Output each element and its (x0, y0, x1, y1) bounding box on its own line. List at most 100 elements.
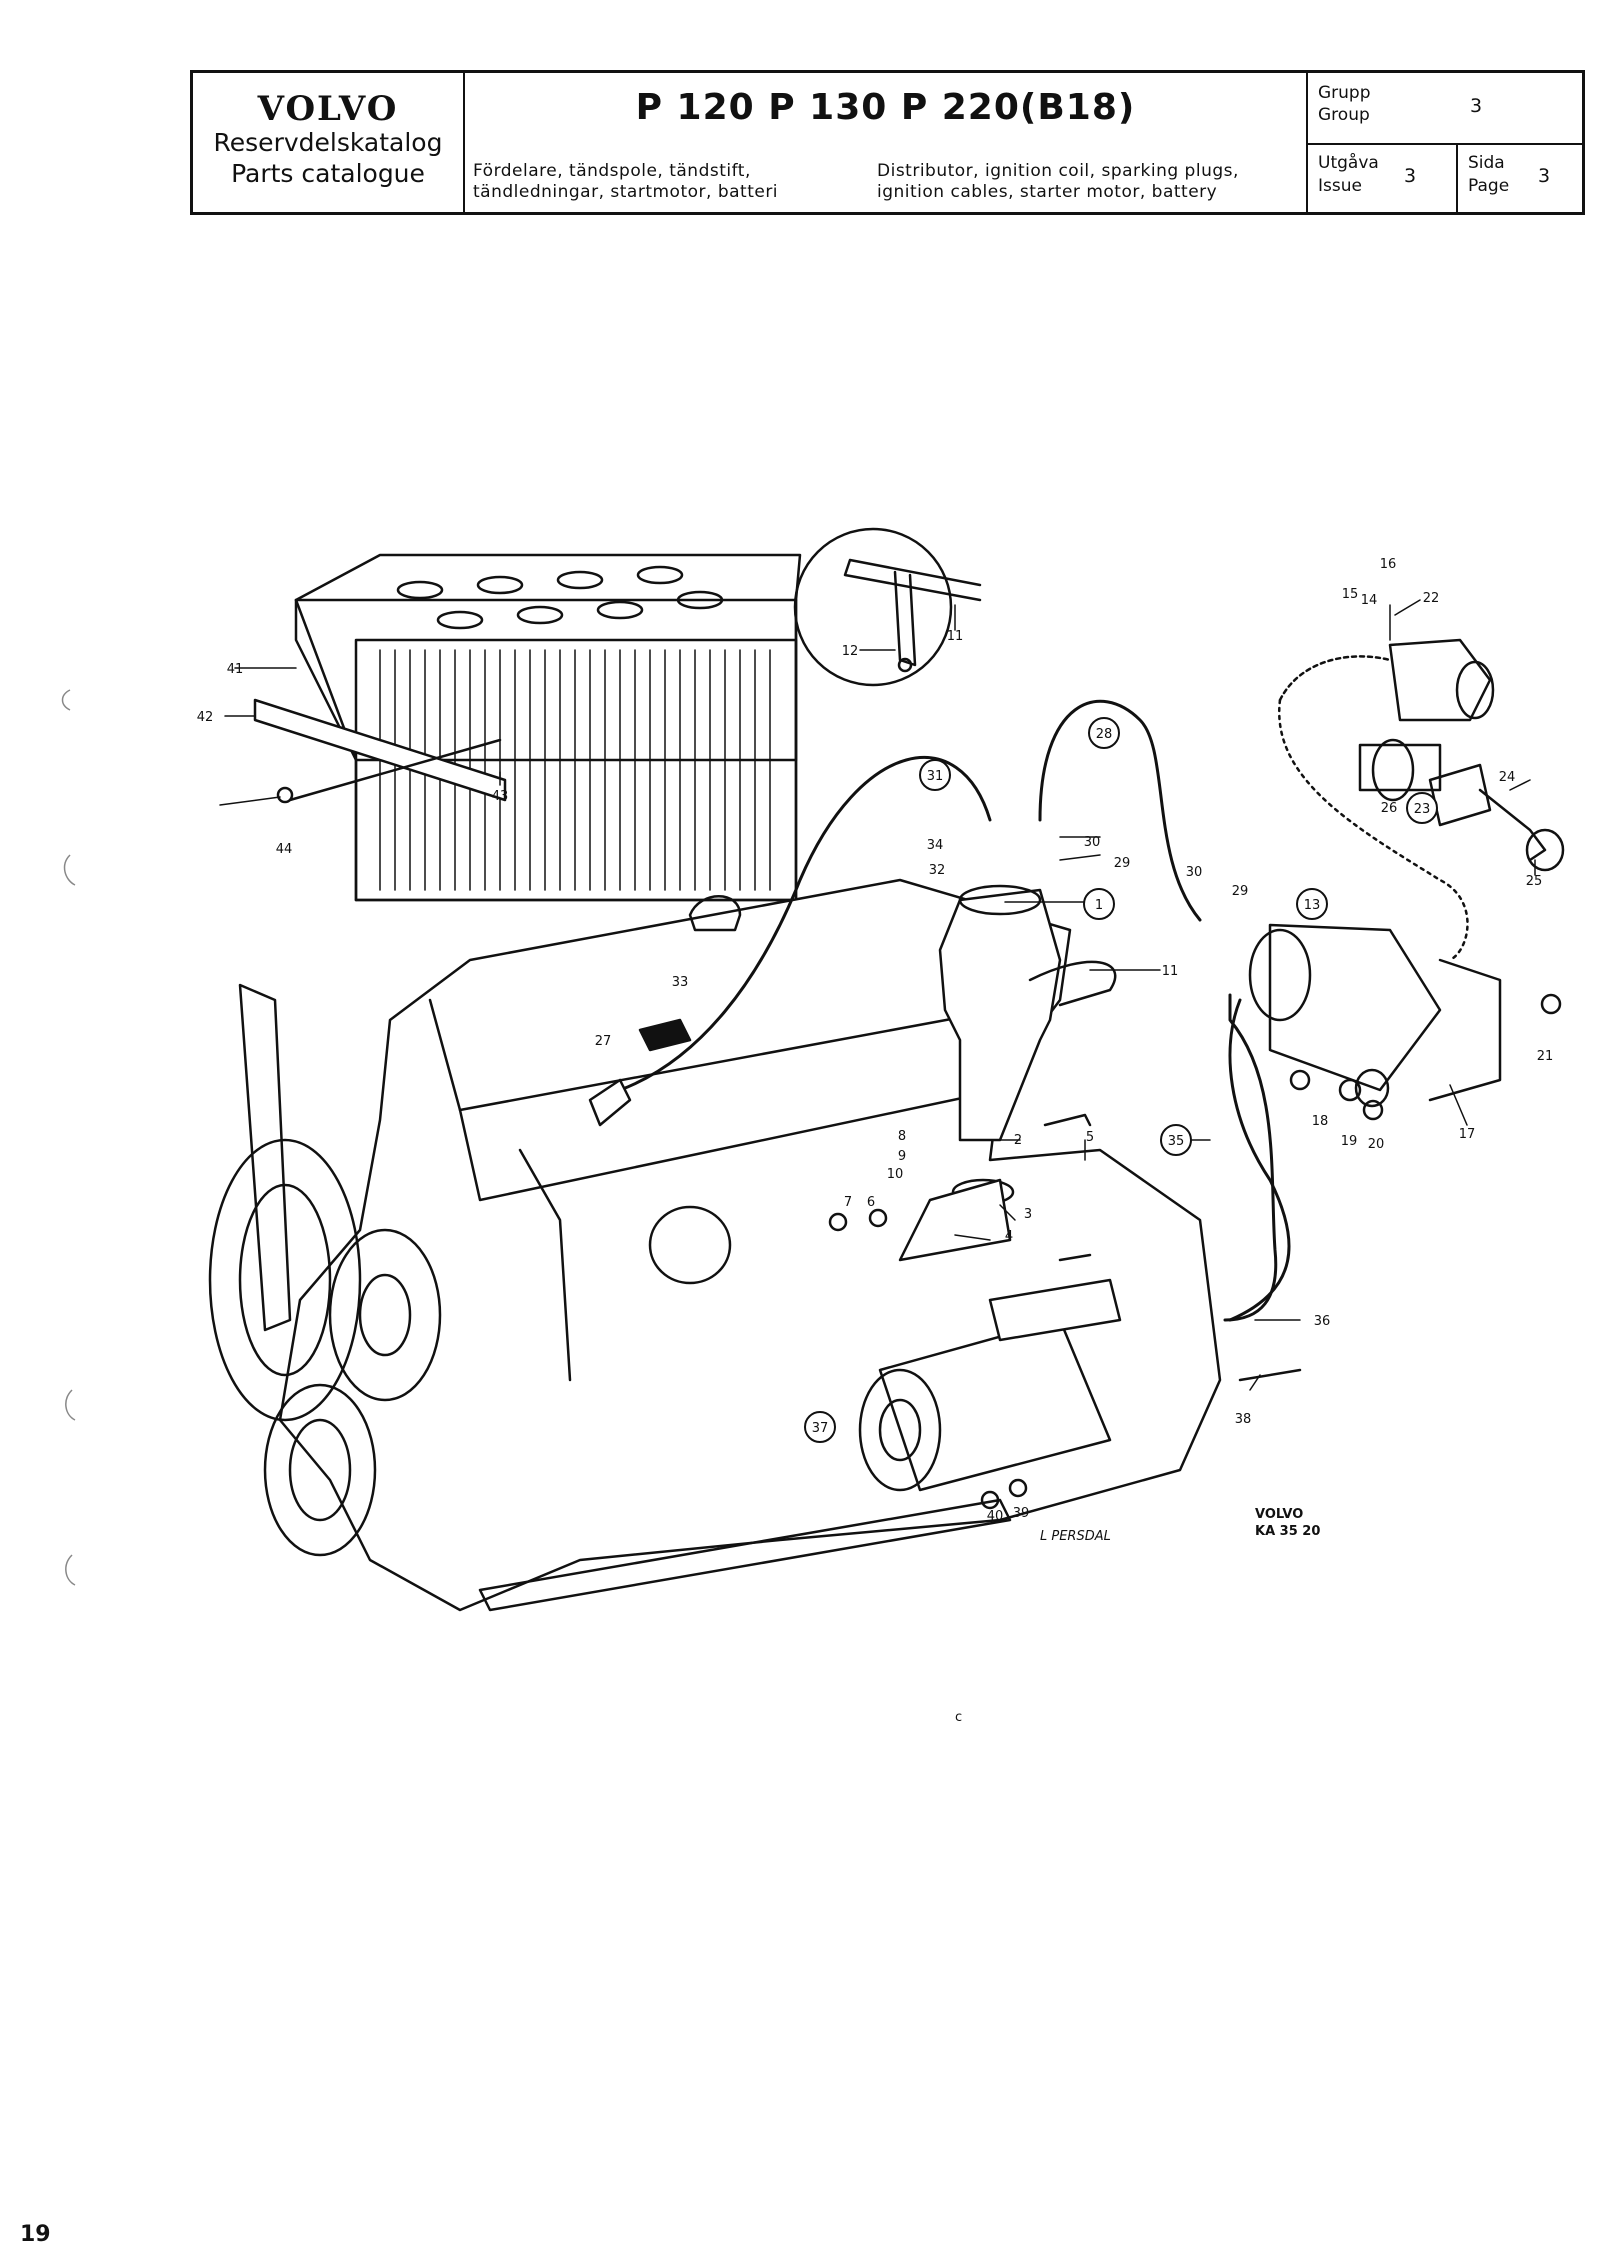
part-label-24: 24 (1499, 770, 1516, 785)
part-label-12: 12 (842, 644, 859, 659)
callout-circle-13 (1296, 888, 1328, 920)
part-label-35: 35 (1168, 1134, 1185, 1149)
callout-circle-1 (1083, 888, 1115, 920)
catalog-title-sv: Reservdelskatalog (213, 128, 443, 157)
distributor-key-inset (793, 527, 982, 687)
part-label-11: 11 (1162, 964, 1179, 979)
part-label-38: 38 (1235, 1412, 1252, 1427)
description-en-line-2: ignition cables, starter motor, battery (877, 182, 1218, 202)
callout-circle-35 (1160, 1124, 1192, 1156)
part-label-17: 17 (1459, 1127, 1476, 1142)
part-label-26: 26 (1381, 801, 1398, 816)
part-label-29: 29 (1114, 856, 1131, 871)
drawing-ref-number: KA 35 20 (1255, 1524, 1320, 1539)
part-label-8: 8 (898, 1129, 906, 1144)
part-label-11-inset: 11 (947, 629, 964, 644)
part-label-27: 27 (595, 1034, 612, 1049)
part-label-42: 42 (197, 710, 214, 725)
catalog-title-en: Parts catalogue (231, 159, 425, 188)
callout-circle-23 (1406, 792, 1438, 824)
part-label-39: 39 (1013, 1506, 1030, 1521)
part-label-5: 5 (1086, 1130, 1094, 1145)
group-value: 3 (1470, 95, 1483, 117)
part-label-2: 2 (1014, 1133, 1022, 1148)
part-label-28: 28 (1096, 727, 1113, 742)
issue-page-row: Utgåva Issue 3 Sida Page 3 (1308, 145, 1582, 212)
part-label-30: 30 (1084, 835, 1101, 850)
page-label-en: Page (1468, 176, 1510, 196)
engine-block (208, 878, 1222, 1612)
part-label-32: 32 (929, 863, 946, 878)
description-sv: Fördelare, tändspole, tändstift, tändled… (473, 161, 778, 203)
part-label-4: 4 (1005, 1229, 1013, 1244)
illustrator-credit: L PERSDAL (1040, 1529, 1111, 1544)
circled-callouts (804, 717, 1438, 1443)
issue-label-en: Issue (1318, 176, 1362, 196)
ignition-switch (1278, 638, 1565, 962)
description-en-line-1: Distributor, ignition coil, sparking plu… (877, 161, 1239, 181)
part-label-3: 3 (1024, 1207, 1032, 1222)
ignition-cables (588, 699, 1278, 1322)
part-label-33: 33 (672, 975, 689, 990)
page-value: 3 (1538, 165, 1551, 187)
part-label-6: 6 (867, 1195, 875, 1210)
part-label-34: 34 (927, 838, 944, 853)
part-label-19: 19 (1341, 1134, 1358, 1149)
meta-cell: Grupp Group 3 Utgåva Issue 3 Sida Page 3 (1308, 73, 1582, 212)
title-cell: P 120 P 130 P 220(B18) Fördelare, tändsp… (465, 73, 1308, 212)
volvo-logo: VOLVO (257, 89, 399, 129)
leader-lines (219, 599, 1536, 1391)
part-label-29-b: 29 (1232, 884, 1249, 899)
part-label-30-b: 30 (1186, 865, 1203, 880)
part-label-10: 10 (887, 1167, 904, 1182)
part-label-7: 7 (844, 1195, 852, 1210)
starter-motor (858, 1253, 1302, 1492)
issue-value: 3 (1404, 165, 1417, 187)
part-label-40: 40 (987, 1509, 1004, 1524)
description-en: Distributor, ignition coil, sparking plu… (877, 161, 1239, 203)
description-sv-line-2: tändledningar, startmotor, batteri (473, 182, 779, 202)
small-hardware (276, 786, 1562, 1510)
battery-cable (1228, 998, 1291, 1322)
part-label-23: 23 (1414, 802, 1431, 817)
callout-circle-37 (804, 1411, 836, 1443)
part-labels: 1 2 3 4 5 6 7 8 9 10 11 11 12 13 14 15 1… (197, 557, 1554, 1524)
issue-cell: Utgåva Issue 3 (1308, 145, 1458, 212)
part-label-31: 31 (927, 769, 944, 784)
stray-mark: c (955, 1710, 962, 1725)
page-number: 19 (20, 2222, 51, 2247)
group-label-sv: Grupp (1318, 83, 1371, 103)
part-label-21: 21 (1537, 1049, 1554, 1064)
part-label-37: 37 (812, 1421, 829, 1436)
callout-circle-31 (919, 759, 951, 791)
drawing-ref-brand: VOLVO (1255, 1507, 1303, 1522)
brand-cell: VOLVO Reservdelskatalog Parts catalogue (193, 73, 465, 212)
part-label-9: 9 (898, 1149, 906, 1164)
issue-label-sv: Utgåva (1318, 153, 1379, 173)
ignition-coil (1248, 923, 1502, 1108)
page-label-sv: Sida (1468, 153, 1505, 173)
battery (253, 553, 802, 902)
page-cell: Sida Page 3 (1458, 145, 1582, 212)
description-sv-line-1: Fördelare, tändspole, tändstift, (473, 161, 751, 181)
part-label-13: 13 (1304, 898, 1321, 913)
part-label-43: 43 (492, 789, 509, 804)
part-label-36: 36 (1314, 1314, 1331, 1329)
part-label-1: 1 (1095, 898, 1103, 913)
group-label-en: Group (1318, 105, 1370, 125)
part-label-14: 14 (1361, 593, 1378, 608)
group-cell: Grupp Group 3 (1308, 73, 1582, 145)
part-label-44: 44 (276, 842, 293, 857)
part-label-18: 18 (1312, 1114, 1329, 1129)
callout-circle-28 (1088, 717, 1120, 749)
binder-hole-marks (61, 689, 76, 1586)
model-list: P 120 P 130 P 220(B18) (635, 87, 1136, 128)
part-label-15: 15 (1342, 587, 1359, 602)
part-label-22: 22 (1423, 591, 1440, 606)
part-label-41: 41 (227, 662, 244, 677)
catalog-header: VOLVO Reservdelskatalog Parts catalogue … (190, 70, 1585, 215)
part-label-20: 20 (1368, 1137, 1385, 1152)
part-label-16: 16 (1380, 557, 1397, 572)
part-label-25: 25 (1526, 874, 1543, 889)
